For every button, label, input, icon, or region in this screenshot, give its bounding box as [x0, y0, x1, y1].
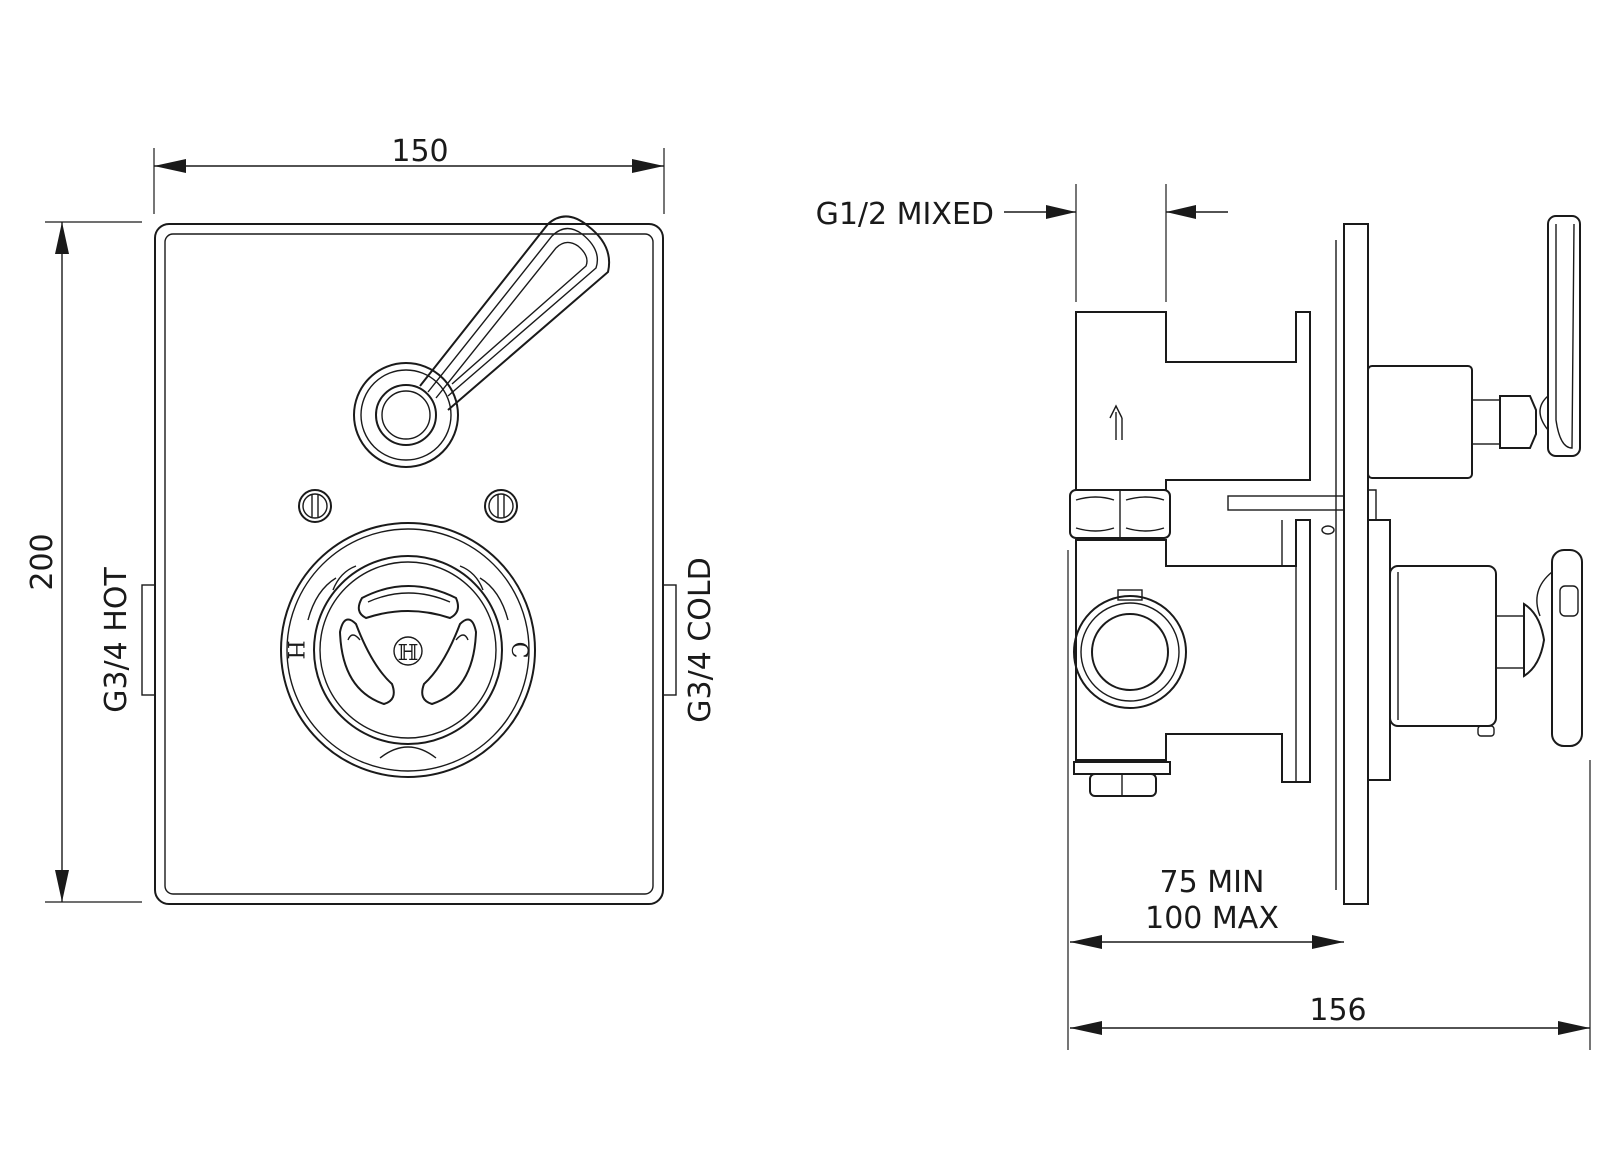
hot-mark: H	[282, 640, 307, 659]
wheel-side	[1367, 519, 1583, 781]
lever-handle	[353, 215, 610, 468]
cold-mark: C	[506, 642, 531, 659]
cold-inlet-stub	[662, 584, 677, 696]
mixed-outlet-label: G1/2 MIXED	[816, 197, 994, 232]
wall-min-label: 75 MIN	[1160, 865, 1265, 900]
side-view: G1/2 MIXED	[816, 184, 1591, 1050]
dim-overall-depth: 156	[1070, 760, 1591, 1050]
cold-inlet-label: G3/4 COLD	[683, 557, 718, 722]
brand-logo: ℍ	[398, 641, 419, 666]
overall-depth-label: 156	[1309, 993, 1366, 1028]
bottom-nut	[1073, 761, 1171, 797]
dim-wall-depth: 75 MIN 100 MAX	[1067, 550, 1344, 1050]
hex-nut	[1069, 489, 1171, 539]
dim-mixed-outlet: G1/2 MIXED	[816, 184, 1228, 302]
hot-inlet-stub	[141, 584, 156, 696]
screw-left	[298, 489, 332, 523]
valve-body-lower	[1075, 519, 1311, 783]
screw-right	[484, 489, 518, 523]
cover-plate	[154, 223, 664, 905]
side-plate	[1343, 223, 1369, 905]
dim-width-150: 150	[153, 134, 665, 214]
side-inlet-ring	[1073, 589, 1187, 709]
front-view: 150 200 G3/4 HOT G3/4 COLD	[25, 134, 718, 905]
dim-height-label: 200	[25, 533, 60, 590]
wall-max-label: 100 MAX	[1145, 901, 1279, 936]
hot-inlet-label: G3/4 HOT	[99, 567, 134, 713]
temperature-wheel: ℍ H C	[280, 522, 536, 778]
dim-width-label: 150	[391, 134, 448, 169]
valve-body-upper	[1075, 311, 1311, 491]
lever-side	[1367, 215, 1581, 479]
dim-height-200: 200	[25, 221, 142, 903]
